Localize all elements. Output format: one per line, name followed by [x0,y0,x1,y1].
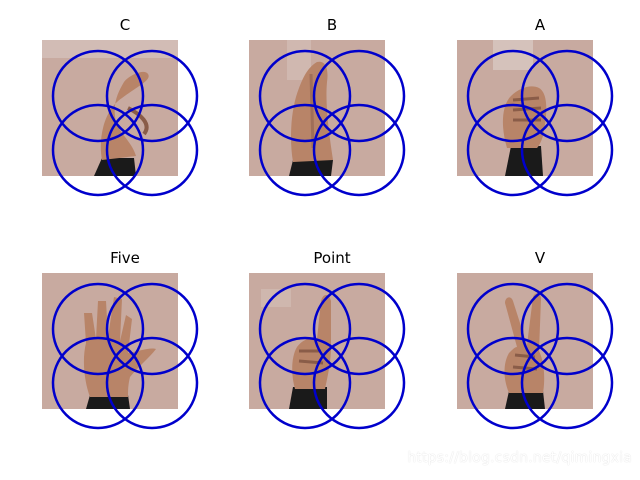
panel-v: V [455,249,625,439]
hand-sign-image-a [457,40,614,197]
circle-bottom-left [466,103,560,197]
circle-overlay [258,49,406,197]
sleeve [289,160,333,176]
circle-top-right [520,282,614,376]
knuckle-lines [512,96,542,122]
hand-shape [292,295,331,389]
image-top-band [42,40,178,58]
panel-a: A [455,16,625,206]
circle-top-right [105,49,199,143]
circle-bottom-right [520,336,614,430]
hand-sign-image-c [42,40,199,197]
circle-bottom-left [466,336,560,430]
image-detail [493,40,533,70]
panel-c: C [40,16,210,206]
circle-bottom-right [105,103,199,197]
circle-top-left [258,282,352,376]
panel-title: A [534,16,546,34]
panel-title: Point [313,249,351,267]
panel-b: B [247,16,417,206]
circle-bottom-right [312,103,406,197]
circle-top-left [466,282,560,376]
watermark-text: https://blog.csdn.net/qimingxia [407,450,632,466]
circle-bottom-right [105,336,199,430]
panel-title: B [326,16,338,34]
hand-sign-image-v [457,273,614,430]
circle-bottom-left [51,103,145,197]
finger-line [309,73,315,149]
circle-top-right [105,282,199,376]
circle-bottom-left [51,336,145,430]
circle-top-left [51,49,145,143]
circle-overlay [51,282,199,430]
panel-point: Point [247,249,417,439]
circle-top-left [258,49,352,143]
circle-top-left [51,282,145,376]
panel-title: C [119,16,131,34]
hand-shape [83,297,156,397]
hand-shape [502,86,547,148]
circle-top-left [466,49,560,143]
circle-bottom-left [258,103,352,197]
circle-overlay [51,49,199,197]
panel-title: V [534,249,546,267]
circle-top-right [520,49,614,143]
image-detail [261,289,291,307]
circle-bottom-left [258,336,352,430]
hand-sign-image-point [249,273,406,430]
circle-top-right [312,282,406,376]
circle-overlay [258,282,406,430]
hand-sign-image-five [42,273,199,430]
circle-bottom-right [520,103,614,197]
circle-overlay [466,49,614,197]
sleeve [86,395,130,409]
panel-five: Five [40,249,210,439]
hand-sign-image-b [249,40,406,197]
sleeve [94,158,136,176]
circle-top-right [312,49,406,143]
sleeve [289,387,327,409]
circle-bottom-right [312,336,406,430]
panel-title: Five [110,249,140,267]
circle-overlay [466,282,614,430]
